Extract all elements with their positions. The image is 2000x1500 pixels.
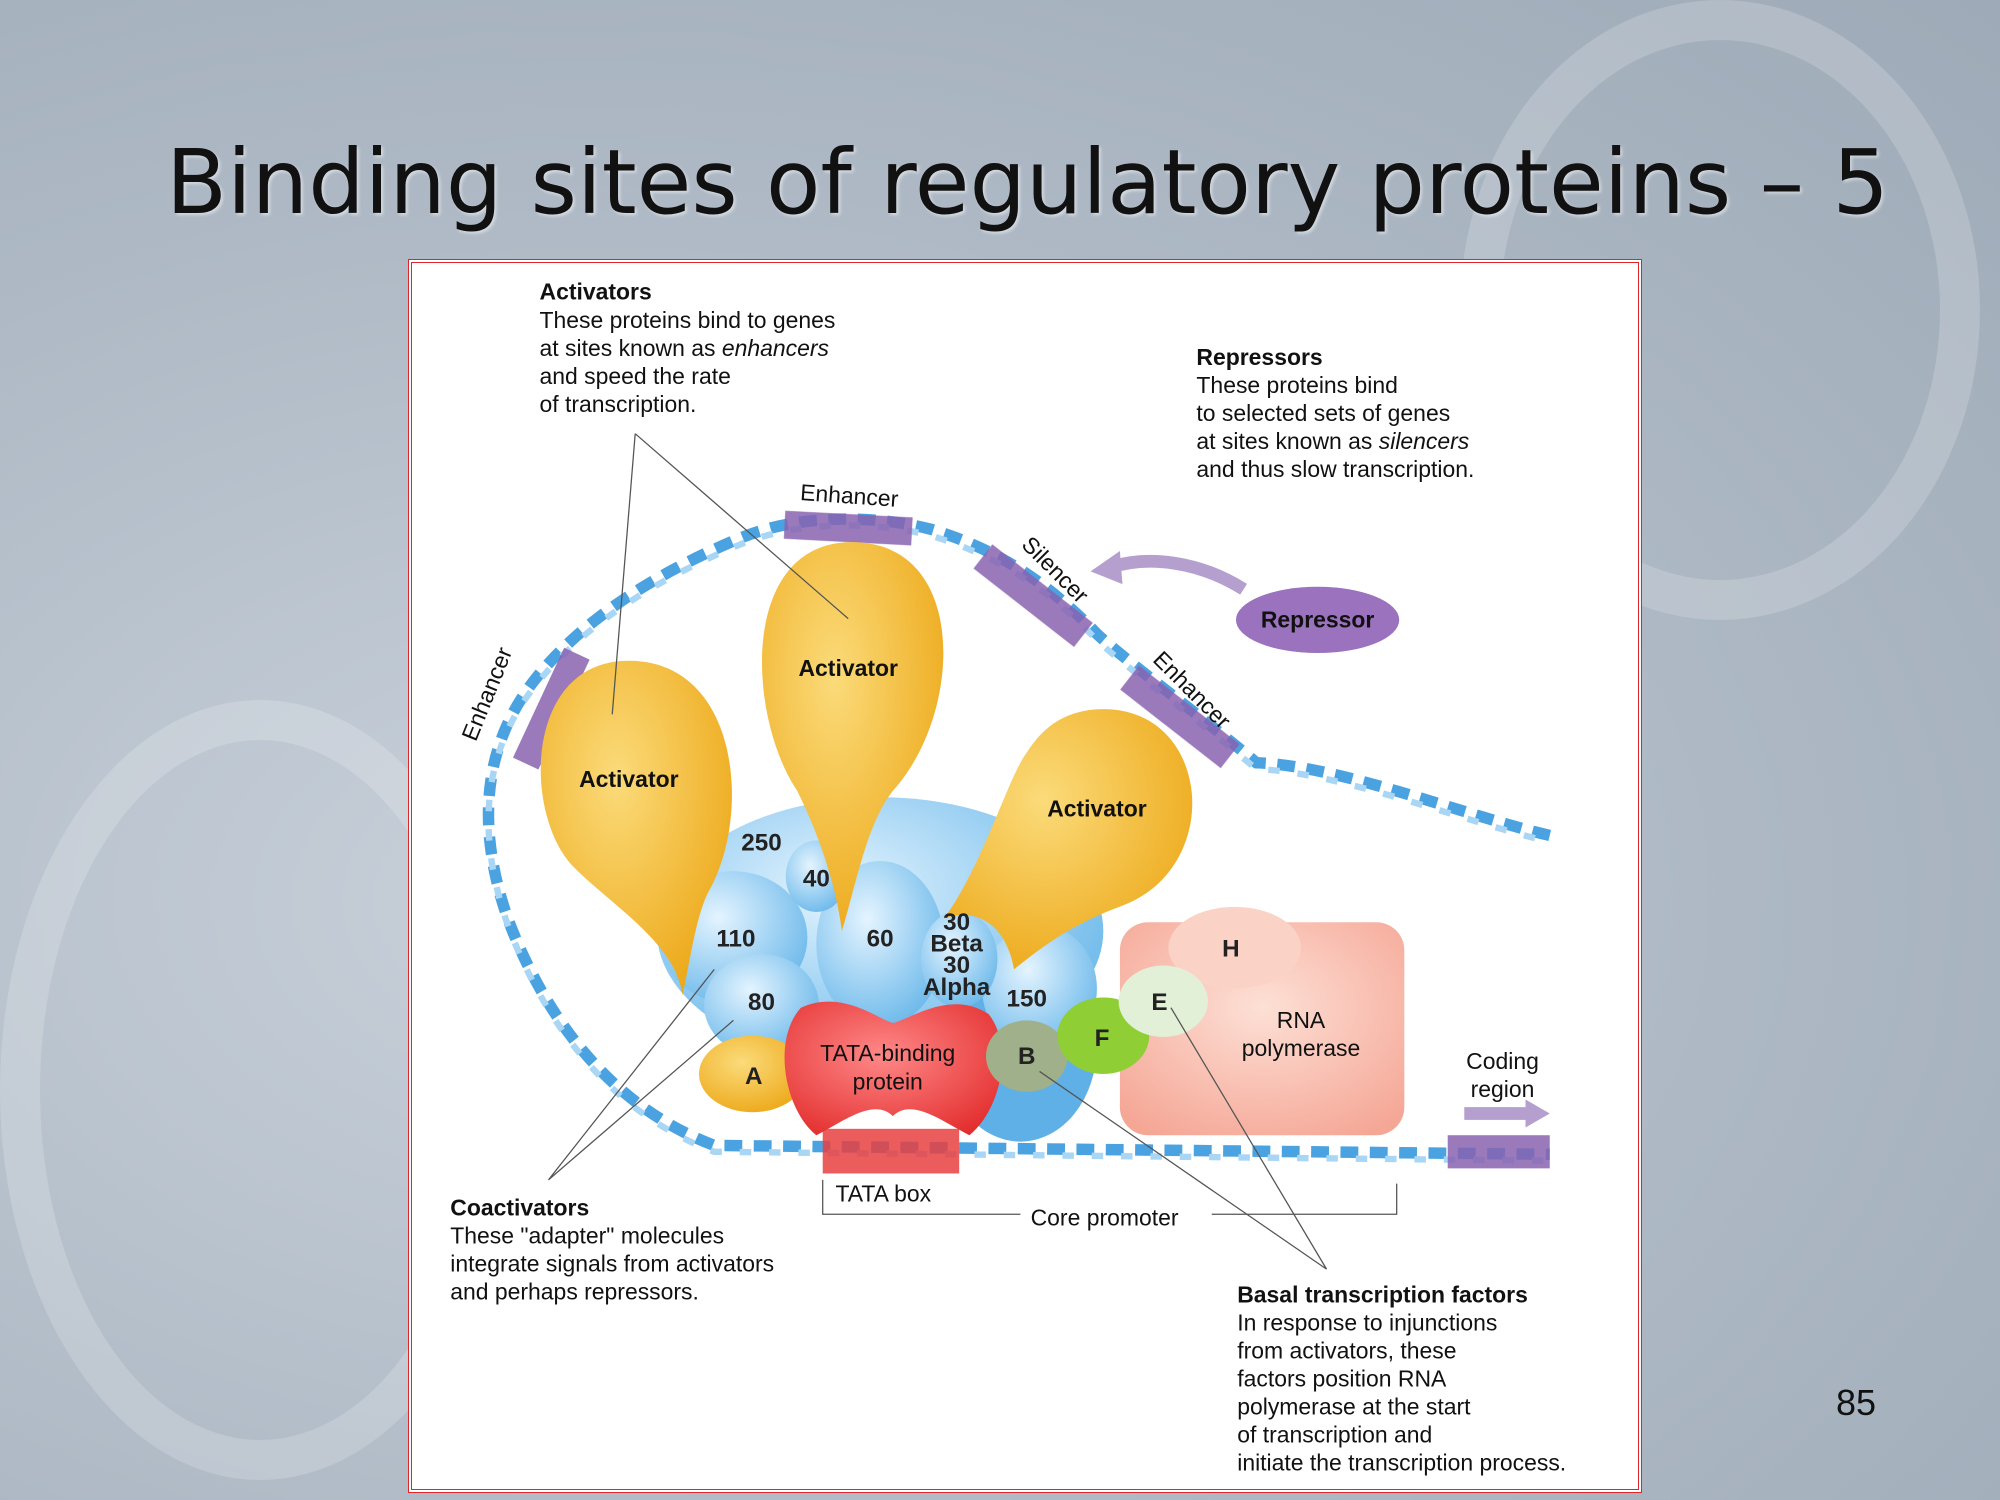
svg-text:at sites known as enhancers: at sites known as enhancers bbox=[540, 335, 829, 361]
leader-lines bbox=[547, 433, 1398, 1270]
svg-text:to selected sets of genes: to selected sets of genes bbox=[1196, 400, 1450, 426]
svg-text:Activator: Activator bbox=[1047, 795, 1146, 821]
svg-text:In response to injunctions: In response to injunctions bbox=[1237, 1309, 1497, 1335]
enhancer-site-left bbox=[512, 647, 590, 770]
svg-text:RNA: RNA bbox=[1277, 1007, 1326, 1033]
svg-text:polymerase: polymerase bbox=[1242, 1035, 1361, 1061]
svg-text:150: 150 bbox=[1007, 985, 1047, 1012]
svg-text:and speed the rate: and speed the rate bbox=[540, 363, 731, 389]
svg-text:These proteins bind: These proteins bind bbox=[1196, 372, 1397, 398]
activators-note: Activators These proteins bind to genes … bbox=[540, 279, 836, 417]
coactivators-note: Coactivators These "adapter" molecules i… bbox=[450, 1195, 774, 1305]
factor-b bbox=[985, 1020, 1068, 1092]
svg-text:30: 30 bbox=[943, 952, 970, 979]
factor-h bbox=[1168, 906, 1302, 989]
svg-text:protein: protein bbox=[853, 1068, 923, 1094]
svg-text:Repressors: Repressors bbox=[1196, 344, 1322, 370]
svg-text:30: 30 bbox=[943, 909, 970, 936]
svg-text:Alpha: Alpha bbox=[923, 974, 991, 1001]
coding-region-arrow bbox=[1464, 1099, 1550, 1128]
tata-box-site bbox=[822, 1128, 960, 1174]
factor-e bbox=[1118, 965, 1208, 1037]
svg-text:from activators, these: from activators, these bbox=[1237, 1337, 1456, 1363]
svg-text:region: region bbox=[1471, 1076, 1535, 1102]
svg-text:80: 80 bbox=[748, 989, 775, 1016]
repressors-note: Repressors These proteins bind to select… bbox=[1196, 344, 1474, 482]
svg-text:initiate the transcription pro: initiate the transcription process. bbox=[1237, 1450, 1566, 1476]
enhancer-site-top bbox=[783, 510, 913, 546]
svg-text:Activators: Activators bbox=[540, 279, 652, 305]
svg-text:of transcription and: of transcription and bbox=[1237, 1422, 1432, 1448]
subunit-30 bbox=[920, 910, 998, 1008]
activator-right: Activator bbox=[943, 709, 1193, 970]
svg-text:110: 110 bbox=[716, 925, 755, 952]
svg-text:at sites known as silencers: at sites known as silencers bbox=[1196, 428, 1469, 454]
svg-text:Repressor: Repressor bbox=[1261, 607, 1375, 633]
tata-binding-protein bbox=[784, 1001, 1003, 1136]
svg-text:and perhaps repressors.: and perhaps repressors. bbox=[450, 1279, 699, 1305]
svg-text:Core promoter: Core promoter bbox=[1031, 1205, 1179, 1231]
silencer-site bbox=[973, 544, 1093, 647]
activator-left: Activator bbox=[540, 660, 732, 995]
svg-text:TATA-binding: TATA-binding bbox=[820, 1040, 955, 1066]
svg-text:These proteins bind to genes: These proteins bind to genes bbox=[540, 307, 836, 333]
svg-text:Basal transcription factors: Basal transcription factors bbox=[1237, 1281, 1528, 1307]
repressor: Repressor bbox=[1090, 551, 1400, 654]
enhancer-sites bbox=[512, 510, 1550, 1169]
svg-text:Enhancer: Enhancer bbox=[799, 479, 899, 512]
slide-title: Binding sites of regulatory proteins – 5 bbox=[166, 130, 1889, 234]
svg-text:Activator: Activator bbox=[798, 655, 897, 681]
svg-text:40: 40 bbox=[803, 865, 830, 892]
basal-factors-note: Basal transcription factors In response … bbox=[1237, 1281, 1566, 1475]
factor-a bbox=[698, 1035, 807, 1113]
svg-text:TATA box: TATA box bbox=[835, 1181, 931, 1207]
repressor-arrow bbox=[1107, 554, 1248, 595]
svg-text:polymerase at the start: polymerase at the start bbox=[1237, 1394, 1471, 1420]
svg-text:B: B bbox=[1018, 1043, 1036, 1070]
svg-text:60: 60 bbox=[867, 925, 894, 952]
enhancer-site-right bbox=[1120, 665, 1240, 769]
svg-text:integrate signals from activat: integrate signals from activators bbox=[450, 1251, 774, 1277]
activator-middle: Activator bbox=[762, 542, 944, 932]
svg-text:H: H bbox=[1222, 936, 1240, 963]
svg-text:These "adapter" molecules: These "adapter" molecules bbox=[450, 1223, 724, 1249]
svg-text:Coding: Coding bbox=[1466, 1048, 1539, 1074]
coding-region-site bbox=[1447, 1135, 1550, 1169]
svg-text:of transcription.: of transcription. bbox=[540, 391, 697, 417]
svg-text:250: 250 bbox=[741, 830, 781, 857]
svg-text:A: A bbox=[745, 1063, 763, 1090]
svg-text:Activator: Activator bbox=[579, 766, 678, 792]
svg-text:E: E bbox=[1151, 989, 1167, 1016]
svg-text:Coactivators: Coactivators bbox=[450, 1195, 589, 1221]
svg-text:factors position RNA: factors position RNA bbox=[1237, 1365, 1447, 1391]
svg-text:and thus slow transcription.: and thus slow transcription. bbox=[1196, 456, 1474, 482]
svg-text:F: F bbox=[1095, 1025, 1110, 1052]
svg-text:Beta: Beta bbox=[930, 931, 983, 958]
page-number: 85 bbox=[1836, 1382, 1877, 1423]
